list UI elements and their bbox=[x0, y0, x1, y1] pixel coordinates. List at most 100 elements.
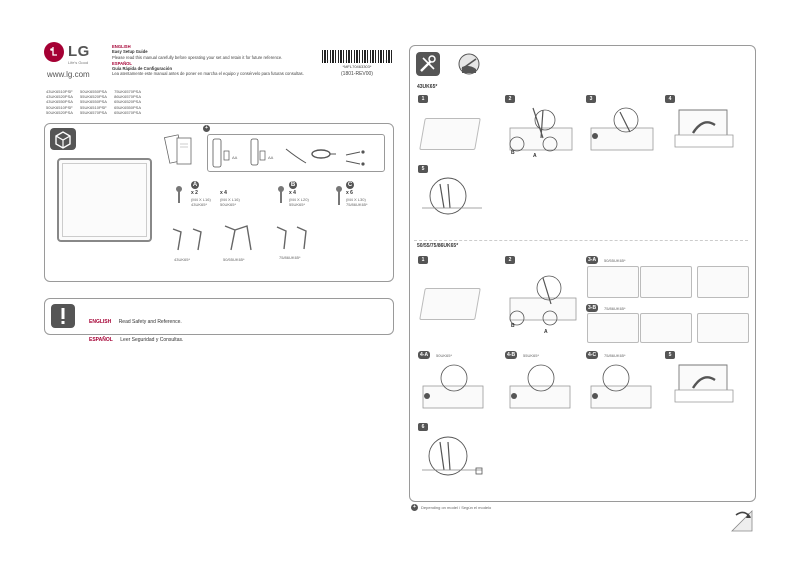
accessories-illustration bbox=[212, 138, 365, 168]
step-4a-model: 50UK65* bbox=[436, 353, 453, 358]
safety-spanish-text: Leer Seguridad y Consultas. bbox=[120, 337, 184, 343]
step-badge: 6 bbox=[418, 423, 428, 431]
page-turn-icon bbox=[731, 510, 753, 532]
barcode-text: *MFL70463303* bbox=[342, 64, 372, 69]
box-contents-icon bbox=[50, 128, 76, 150]
step-2-illustration bbox=[509, 107, 573, 152]
label-b: B bbox=[511, 323, 515, 329]
safety-panel bbox=[44, 298, 394, 335]
stand-75-label: 75/86UK65* bbox=[279, 255, 301, 260]
step-4c-illustration bbox=[590, 364, 652, 409]
step-4a-illustration bbox=[422, 364, 484, 409]
warning-icon bbox=[51, 304, 75, 328]
step-1-illustration bbox=[419, 288, 481, 320]
step-5-illustration bbox=[674, 364, 734, 403]
stand-43-illustration bbox=[172, 228, 202, 251]
model-column: 50UK6550PSA 55UK6520PSA 55UK6550PSA 55UK… bbox=[80, 89, 107, 115]
label-a: A bbox=[544, 329, 548, 335]
stand-55-label: 50/55UK65* bbox=[223, 257, 245, 262]
safety-texts: ENGLISH Read Safety and Reference. ESPAÑ… bbox=[89, 310, 183, 346]
screw-badge-b: B bbox=[289, 181, 297, 189]
spanish-title: ESPAÑOL bbox=[112, 60, 132, 66]
tools-icon bbox=[416, 52, 440, 76]
section-divider bbox=[414, 240, 748, 241]
step-badge: 1 bbox=[418, 95, 428, 103]
plus-icon: + bbox=[203, 125, 210, 132]
safety-english-label: ENGLISH bbox=[89, 319, 112, 325]
section-title-43: 43UK65* bbox=[417, 84, 438, 90]
step-5-illustration bbox=[422, 177, 482, 215]
model-column: 75UK6570PSA 86UK6570PSA 65UK6520PSA 65UK… bbox=[114, 89, 142, 115]
step-badge: 4-A bbox=[418, 351, 431, 359]
step-3b-illustration-3 bbox=[697, 313, 749, 343]
stand-43-label: 43UK65* bbox=[174, 257, 191, 262]
step-badge: 4-B bbox=[505, 351, 518, 359]
step-4c-model: 75/86UK65* bbox=[604, 353, 626, 358]
screw-icon bbox=[278, 186, 284, 203]
screw-b-qty: x 4 bbox=[289, 190, 296, 196]
label-a: A bbox=[533, 153, 537, 159]
step-3a-illustration-3 bbox=[697, 266, 749, 298]
document-code: (1801-REV00) bbox=[341, 71, 373, 77]
english-title: ENGLISH bbox=[112, 44, 131, 49]
step-3b-illustration-1 bbox=[587, 313, 639, 343]
step-1-illustration bbox=[419, 118, 481, 150]
screw-icon bbox=[176, 186, 182, 203]
step-badge: 4-C bbox=[586, 351, 599, 359]
step-badge: 3-A bbox=[586, 256, 599, 264]
step-2-illustration bbox=[509, 275, 577, 326]
tv-panel-illustration bbox=[57, 158, 152, 242]
stand-75-illustration bbox=[276, 226, 307, 250]
stand-55-illustration bbox=[224, 225, 252, 251]
english-note: Please read this manual carefully before… bbox=[112, 54, 283, 60]
plus-icon: + bbox=[411, 504, 418, 511]
step-3a-model: 50/55UK65* bbox=[604, 258, 626, 263]
model-column: 43UK6510PSF 43UK6520PSA 43UK6550PSA 50UK… bbox=[46, 89, 73, 115]
english-subtitle: Easy Setup Guide bbox=[112, 49, 148, 55]
screw-badge-a: A bbox=[191, 181, 199, 189]
website-url: www.lg.com bbox=[47, 70, 90, 79]
screw-a-qty: x 2 bbox=[191, 190, 198, 196]
safety-english-text: Read Safety and Reference. bbox=[118, 319, 182, 325]
spanish-note: Lea atentamente este manual antes de pon… bbox=[112, 71, 304, 77]
step-badge: 2 bbox=[505, 256, 515, 264]
screw-c-spec: (M4 X L30) bbox=[346, 197, 366, 202]
step-4b-model: 55UK65* bbox=[523, 353, 540, 358]
optional-accessories-box bbox=[207, 134, 385, 172]
step-3b-model: 75/86UK65* bbox=[604, 306, 626, 311]
step-badge: 5 bbox=[665, 351, 675, 359]
step-badge: 5 bbox=[418, 165, 428, 173]
screw-a2-spec: (M4 X L16) bbox=[220, 197, 240, 202]
step-badge: 3 bbox=[586, 95, 596, 103]
screw-icon bbox=[336, 186, 342, 205]
screw-a2-model: 50UK65* bbox=[220, 202, 237, 207]
step-badge: 3-B bbox=[586, 304, 599, 312]
step-3b-illustration-2 bbox=[640, 313, 692, 343]
step-3-illustration bbox=[590, 107, 654, 151]
brand-tagline: Life's Good bbox=[68, 60, 89, 65]
footnote-text: Depending on model / Según el modelo bbox=[421, 505, 492, 510]
lg-logo-icon bbox=[44, 42, 64, 62]
step-4b-illustration bbox=[509, 364, 571, 409]
section-title-50-86: 50/55/75/86UK65* bbox=[417, 243, 459, 249]
step-3a-illustration-1 bbox=[587, 266, 639, 298]
battery-label: AA bbox=[268, 155, 274, 160]
guide-intro: ENGLISH Easy Setup Guide Please read thi… bbox=[112, 44, 312, 77]
screw-c-qty: x 6 bbox=[346, 190, 353, 196]
screw-a2-qty: x 4 bbox=[220, 190, 227, 196]
screw-a-model: 43UK65* bbox=[191, 202, 208, 207]
screw-c-model: 75/86UK65* bbox=[346, 202, 368, 207]
step-3a-illustration-2 bbox=[640, 266, 692, 298]
step-6-illustration bbox=[422, 436, 483, 476]
no-tool-icon bbox=[458, 53, 480, 75]
screw-b-model: 55UK65* bbox=[289, 202, 306, 207]
battery-label: AA bbox=[232, 155, 238, 160]
step-4-illustration bbox=[674, 109, 734, 148]
step-badge: 4 bbox=[665, 95, 675, 103]
screw-a-spec: (M4 X L16) bbox=[191, 197, 211, 202]
brand-name: LG bbox=[68, 43, 90, 60]
model-list: 43UK6510PSF 43UK6520PSA 43UK6550PSA 50UK… bbox=[46, 89, 147, 115]
manual-icon bbox=[163, 134, 192, 165]
step-badge: 1 bbox=[418, 256, 428, 264]
